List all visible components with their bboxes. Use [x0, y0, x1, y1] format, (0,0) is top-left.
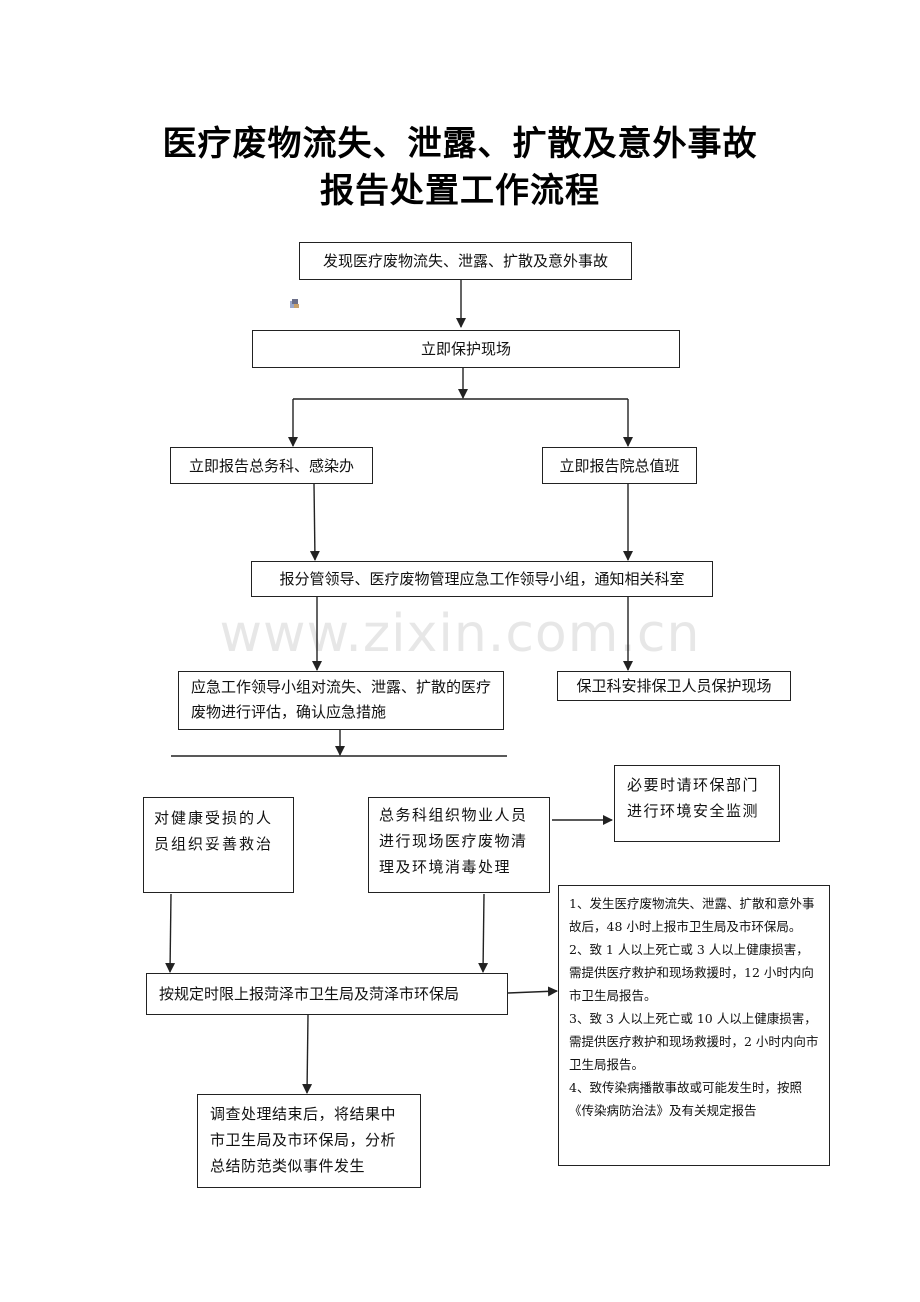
box-evaluate: 应急工作领导小组对流失、泄露、扩散的医疗废物进行评估，确认应急措施 [178, 671, 504, 730]
arrow-left-to-leaders [309, 483, 320, 561]
small-image-icon [290, 299, 299, 308]
box-env-monitor: 必要时请环保部门进行环境安全监测 [614, 765, 780, 842]
note-item: 2、致 1 人以上死亡或 3 人以上健康损害，需提供医疗救护和现场救援时，12 … [569, 942, 814, 1003]
box-discover: 发现医疗废物流失、泄露、扩散及意外事故 [299, 242, 632, 280]
box-cleanup: 总务科组织物业人员进行现场医疗废物清理及环境消毒处理 [368, 797, 550, 893]
watermark: www.zixin.com.cn [219, 604, 701, 664]
box-conclude: 调查处理结束后，将结果中市卫生局及市环保局，分析总结防范类似事件发生 [197, 1094, 421, 1188]
note-item: 3、致 3 人以上死亡或 10 人以上健康损害，需提供医疗救护和现场救援时，2 … [569, 1011, 819, 1072]
notes-box: 1、发生医疗废物流失、泄露、扩散和意外事故后，48 小时上报市卫生局及市环保局。… [558, 885, 830, 1166]
note-item: 4、致传染病播散事故或可能发生时，按照《传染病防治法》及有关规定报告 [569, 1080, 802, 1118]
arrow-treat-to-report [165, 893, 176, 973]
box-report-hospital-duty: 立即报告院总值班 [542, 447, 697, 484]
title-line-2: 报告处置工作流程 [320, 171, 600, 211]
arrow-cleanup-to-report [478, 893, 489, 973]
box-report-general-affairs: 立即报告总务科、感染办 [170, 447, 373, 484]
box-security-protect: 保卫科安排保卫人员保护现场 [557, 671, 791, 701]
box-report-bureau: 按规定时限上报菏泽市卫生局及菏泽市环保局 [146, 973, 508, 1015]
title-line-1: 医疗废物流失、泄露、扩散及意外事故 [162, 124, 758, 164]
box-report-leaders: 报分管领导、医疗废物管理应急工作领导小组，通知相关科室 [251, 561, 713, 597]
note-item: 1、发生医疗废物流失、泄露、扩散和意外事故后，48 小时上报市卫生局及市环保局。 [569, 896, 815, 934]
arrow-report-to-notes [507, 986, 558, 997]
arrow-report-to-conclude [302, 1014, 313, 1094]
box-protect-scene: 立即保护现场 [252, 330, 680, 368]
box-treat-injured: 对健康受损的人员组织妥善救治 [143, 797, 294, 893]
